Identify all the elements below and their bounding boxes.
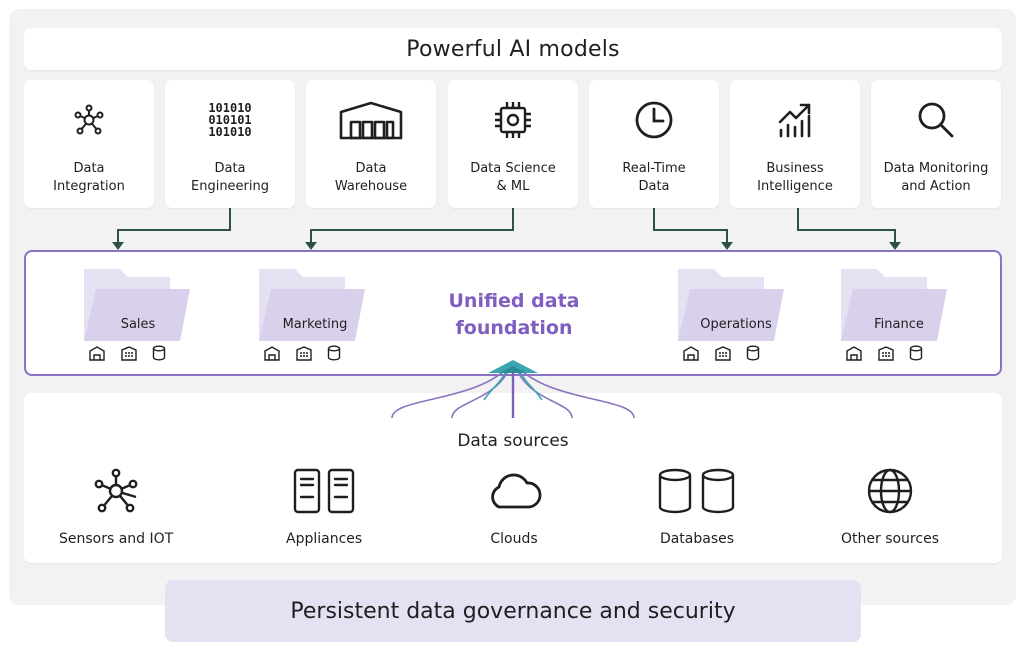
folder-icon xyxy=(841,269,947,341)
folder-label: Sales xyxy=(120,317,156,332)
network-icon xyxy=(24,80,154,160)
governance-banner: Persistent data governance and security xyxy=(165,580,861,642)
warehouse-icon xyxy=(89,346,105,361)
chip-icon xyxy=(448,80,578,160)
database-icon xyxy=(327,345,341,361)
model-tile-data-science-ml: Data Science& ML xyxy=(448,80,578,208)
database-icon xyxy=(152,345,166,361)
source-databases: Databases xyxy=(657,465,737,547)
server-icon xyxy=(292,465,356,517)
folder-icon xyxy=(84,269,190,341)
folder-finance[interactable]: Finance xyxy=(839,265,949,361)
folder-sales[interactable]: Sales xyxy=(82,265,192,361)
warehouse-icon xyxy=(683,346,699,361)
source-sensors-iot: Sensors and IOT xyxy=(59,465,173,547)
source-label: Appliances xyxy=(286,531,363,547)
tile-label: Data Science& ML xyxy=(470,161,556,194)
page-title: Powerful AI models xyxy=(24,28,1002,70)
source-clouds: Clouds xyxy=(485,465,543,547)
search-icon xyxy=(871,80,1001,160)
building-icon xyxy=(121,346,137,361)
folder-icon xyxy=(678,269,784,341)
database-icon xyxy=(909,345,923,361)
database-icon xyxy=(657,465,737,517)
source-other: Other sources xyxy=(841,465,939,547)
clock-icon xyxy=(589,80,719,160)
source-appliances: Appliances xyxy=(286,465,362,547)
database-icon xyxy=(746,345,760,361)
source-label: Other sources xyxy=(841,531,939,547)
data-sources-title: Data sources xyxy=(457,431,569,451)
folder-label: Operations xyxy=(700,317,772,332)
folder-label: Finance xyxy=(874,317,924,332)
folder-marketing[interactable]: Marketing xyxy=(257,265,367,361)
building-icon xyxy=(715,346,731,361)
source-label: Clouds xyxy=(490,531,538,547)
cloud-icon xyxy=(485,465,543,517)
source-label: Sensors and IOT xyxy=(59,531,174,547)
folder-operations[interactable]: Operations xyxy=(676,265,786,361)
warehouse-icon xyxy=(306,80,436,160)
warehouse-icon xyxy=(264,346,280,361)
building-icon xyxy=(296,346,312,361)
folder-status-icons xyxy=(682,345,760,361)
warehouse-icon xyxy=(846,346,862,361)
folder-status-icons xyxy=(88,345,166,361)
network-icon xyxy=(92,465,140,517)
building-icon xyxy=(878,346,894,361)
folder-label: Marketing xyxy=(282,317,348,332)
source-label: Databases xyxy=(659,531,735,547)
folder-icon xyxy=(259,269,365,341)
data-sources-panel: Data sources Sensors and IOT xyxy=(24,393,1002,563)
globe-icon xyxy=(866,465,914,517)
folder-status-icons xyxy=(845,345,923,361)
folder-status-icons xyxy=(263,345,341,361)
chart-trend-icon xyxy=(730,80,860,160)
